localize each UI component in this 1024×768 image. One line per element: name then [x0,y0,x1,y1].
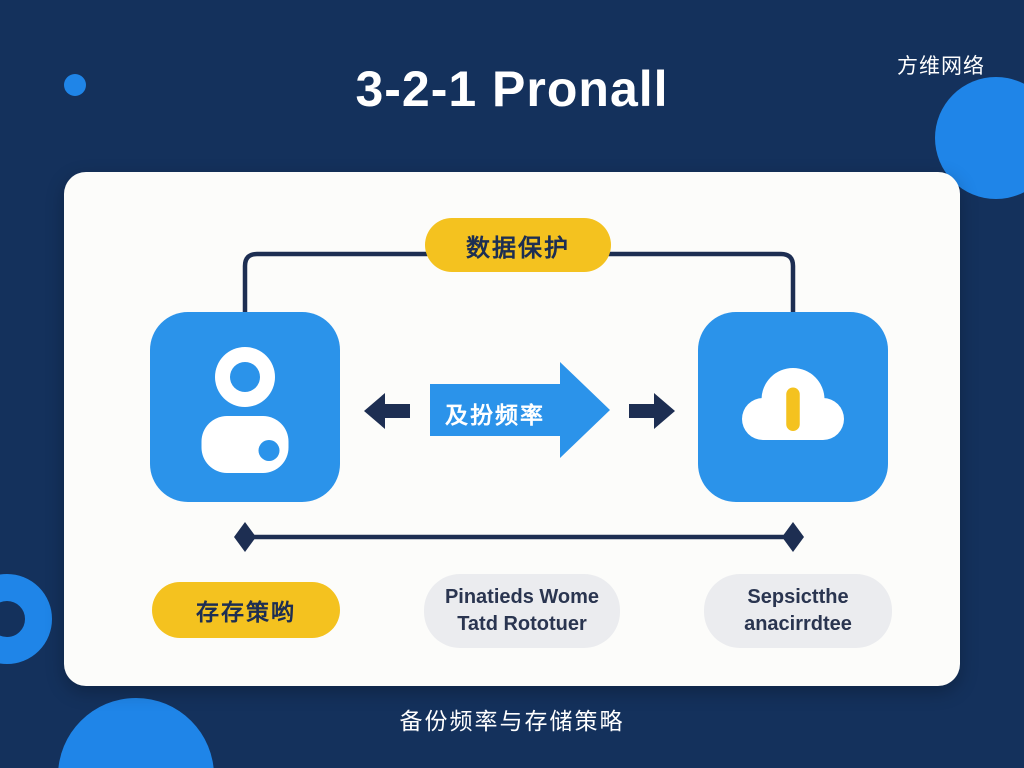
footer-caption: 备份频率与存储策略 [399,708,625,734]
data-protection-badge: 数据保护 [425,218,611,272]
diamond-icon [782,522,804,552]
diagram-card: 数据保护 及扮频率 [64,172,960,686]
user-tile [150,312,340,502]
frequency-arrow-label: 及扮频率 [445,402,545,428]
middle-note-line2: Tatd Rototuer [457,613,587,635]
right-note-line2: anacirrdtee [744,613,852,635]
brand-text: 方维网络 [897,55,985,78]
arrow-right-icon [629,393,675,429]
middle-note-line1: Pinatieds Wome [444,586,600,608]
storage-strategy-badge: 存存策哟 [152,582,340,638]
cloud-lock-icon [742,368,844,440]
right-note-badge: Sepsictthe anacirrdtee [704,574,892,648]
right-note-line1: Sepsictthe [747,586,849,608]
arrow-left-icon [364,393,410,429]
diamond-icon [234,522,256,552]
decor-ring-bottomleft [0,574,52,664]
middle-note-badge: Pinatieds Wome Tatd Rototuer [424,574,620,648]
page-title: 3-2-1 Pronall [355,61,669,117]
arrow-right-large-icon [430,362,610,458]
connector-lines [234,251,804,552]
user-icon [201,347,289,473]
storage-strategy-label: 存存策哟 [196,599,296,625]
cloud-tile [698,312,888,502]
data-protection-label: 数据保护 [466,234,570,262]
decor-dot-topleft [64,74,86,96]
